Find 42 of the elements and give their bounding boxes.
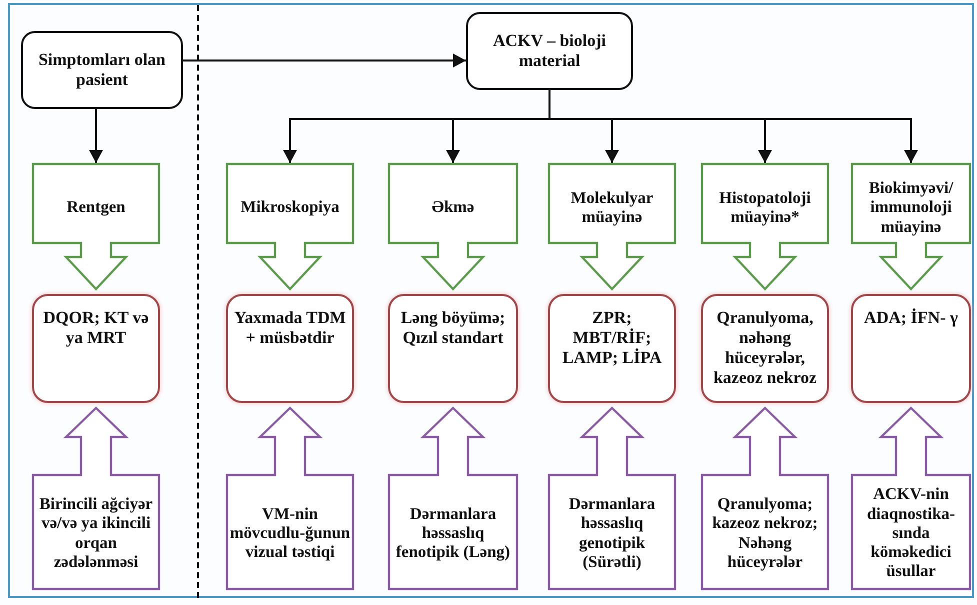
- box-label: Simptomları olan pasient: [37, 50, 167, 90]
- down-arrow-callout: [32, 163, 160, 290]
- test-label: Histopatoloji müayinə*: [718, 188, 812, 226]
- result-box: [701, 294, 829, 403]
- result-box: [226, 294, 354, 403]
- test-label: Mikroskopiya: [240, 197, 340, 217]
- result-text: Yaxmada TDM + müsbətdir: [233, 308, 347, 348]
- arrow: [183, 54, 466, 68]
- result-text: ADA; İFN- γ: [864, 308, 958, 328]
- test-label: Rentgen: [66, 197, 126, 217]
- up-arrow-callout: [226, 407, 354, 590]
- down-arrow-callout: [701, 163, 829, 290]
- arrow: [89, 109, 103, 163]
- note-text: ACKV-nin diaqnostika-sında köməkedici üsullar: [866, 484, 956, 581]
- process-box: [21, 31, 183, 109]
- note-text: Qranulyoma; kazeoz nekroz; Nəhəng hüceyrələr: [711, 494, 819, 572]
- box-label: ACKV – bioloji material: [492, 31, 608, 71]
- down-arrow-callout: [548, 163, 676, 290]
- result-box: [32, 294, 160, 403]
- result-text: DQOR; KT və ya MRT: [42, 308, 150, 348]
- note-text: Dərmanlara həssaslıq genotipik (Sürətli): [568, 494, 656, 572]
- up-arrow-callout: [701, 407, 829, 590]
- result-box: [851, 294, 971, 403]
- result-text: Qranulyoma, nəhəng hüceyrələr, kazeoz nekroz: [712, 308, 818, 388]
- note-text: Birincili ağciyər və/və ya ikincili orqan zədələnməsi: [38, 494, 154, 572]
- test-label: Əkmə: [432, 197, 474, 217]
- result-text: ZPR; MBT/RİF; LAMP; LİPA: [561, 308, 663, 368]
- result-box: [388, 294, 518, 403]
- test-label: Biokimyəvi/ immunoloji müayinə: [868, 178, 954, 236]
- down-arrow-callout: [851, 163, 971, 290]
- up-arrow-callout: [548, 407, 676, 590]
- note-text: VM-nin mövcudlu-ğunun vizual təstiqi: [229, 504, 351, 562]
- test-label: Molekulyar müayinə: [570, 188, 654, 226]
- down-arrow-callout: [388, 163, 518, 290]
- down-arrow-callout: [226, 163, 354, 290]
- up-arrow-callout: [32, 407, 160, 590]
- result-text: Ləng böyümə; Qızıl standart: [400, 308, 506, 348]
- up-arrow-callout: [388, 407, 518, 590]
- up-arrow-callout: [851, 407, 971, 590]
- result-box: [548, 294, 676, 403]
- note-text: Dərmanlara həssaslıq fenotipik (Ləng): [394, 504, 512, 562]
- process-box: [466, 12, 633, 90]
